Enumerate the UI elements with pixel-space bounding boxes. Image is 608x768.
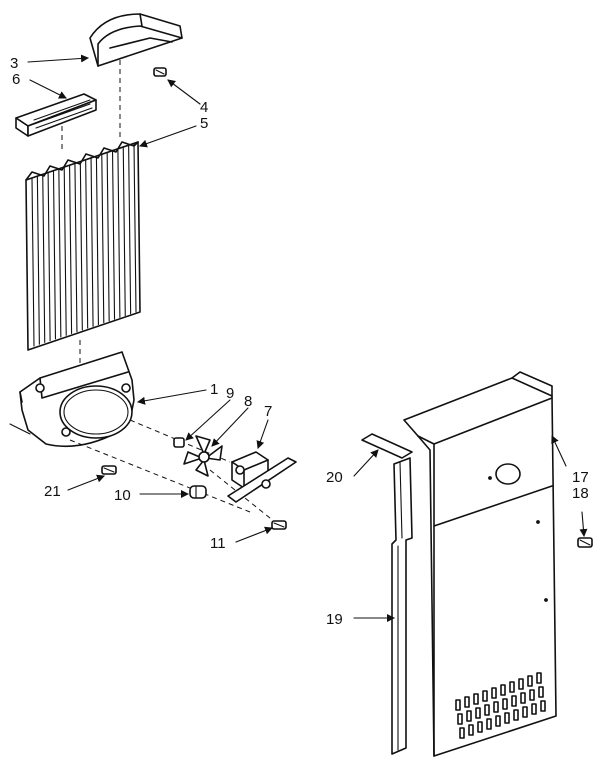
rear-cover-panel-part [403,371,557,757]
callout-19: 19 [326,611,343,628]
alignment-line [209,469,281,527]
callout-10: 10 [114,487,131,504]
callout-9: 9 [226,385,234,402]
mount-line [9,423,31,435]
grommet-part [189,485,207,499]
callout-5: 5 [200,115,208,132]
fan-shroud-part [19,351,135,448]
strip-part [361,433,413,459]
callout-6: 6 [12,71,20,88]
callout-17: 17 [572,469,589,486]
callout-leaders [27,54,588,622]
callout-8: 8 [244,393,252,410]
alignment-line [69,439,251,513]
screw-part [101,465,117,475]
callout-7: 7 [264,403,272,420]
callout-1: 1 [210,381,218,398]
callout-21: 21 [44,483,61,500]
callout-11: 11 [210,535,226,552]
fan-blade-part [183,435,223,477]
screw-part [577,537,593,548]
air-duct-part [89,13,183,67]
nut-part [173,437,185,448]
channel-strip-part [391,457,413,755]
screw-part [153,67,167,77]
grille-part [15,93,97,137]
fan-motor-part [227,451,297,503]
callout-3: 3 [10,55,18,72]
callout-18: 18 [572,485,589,502]
callout-4: 4 [200,99,208,116]
screw-part [271,520,287,530]
evaporator-coil-part [25,141,141,351]
callout-20: 20 [326,469,343,486]
